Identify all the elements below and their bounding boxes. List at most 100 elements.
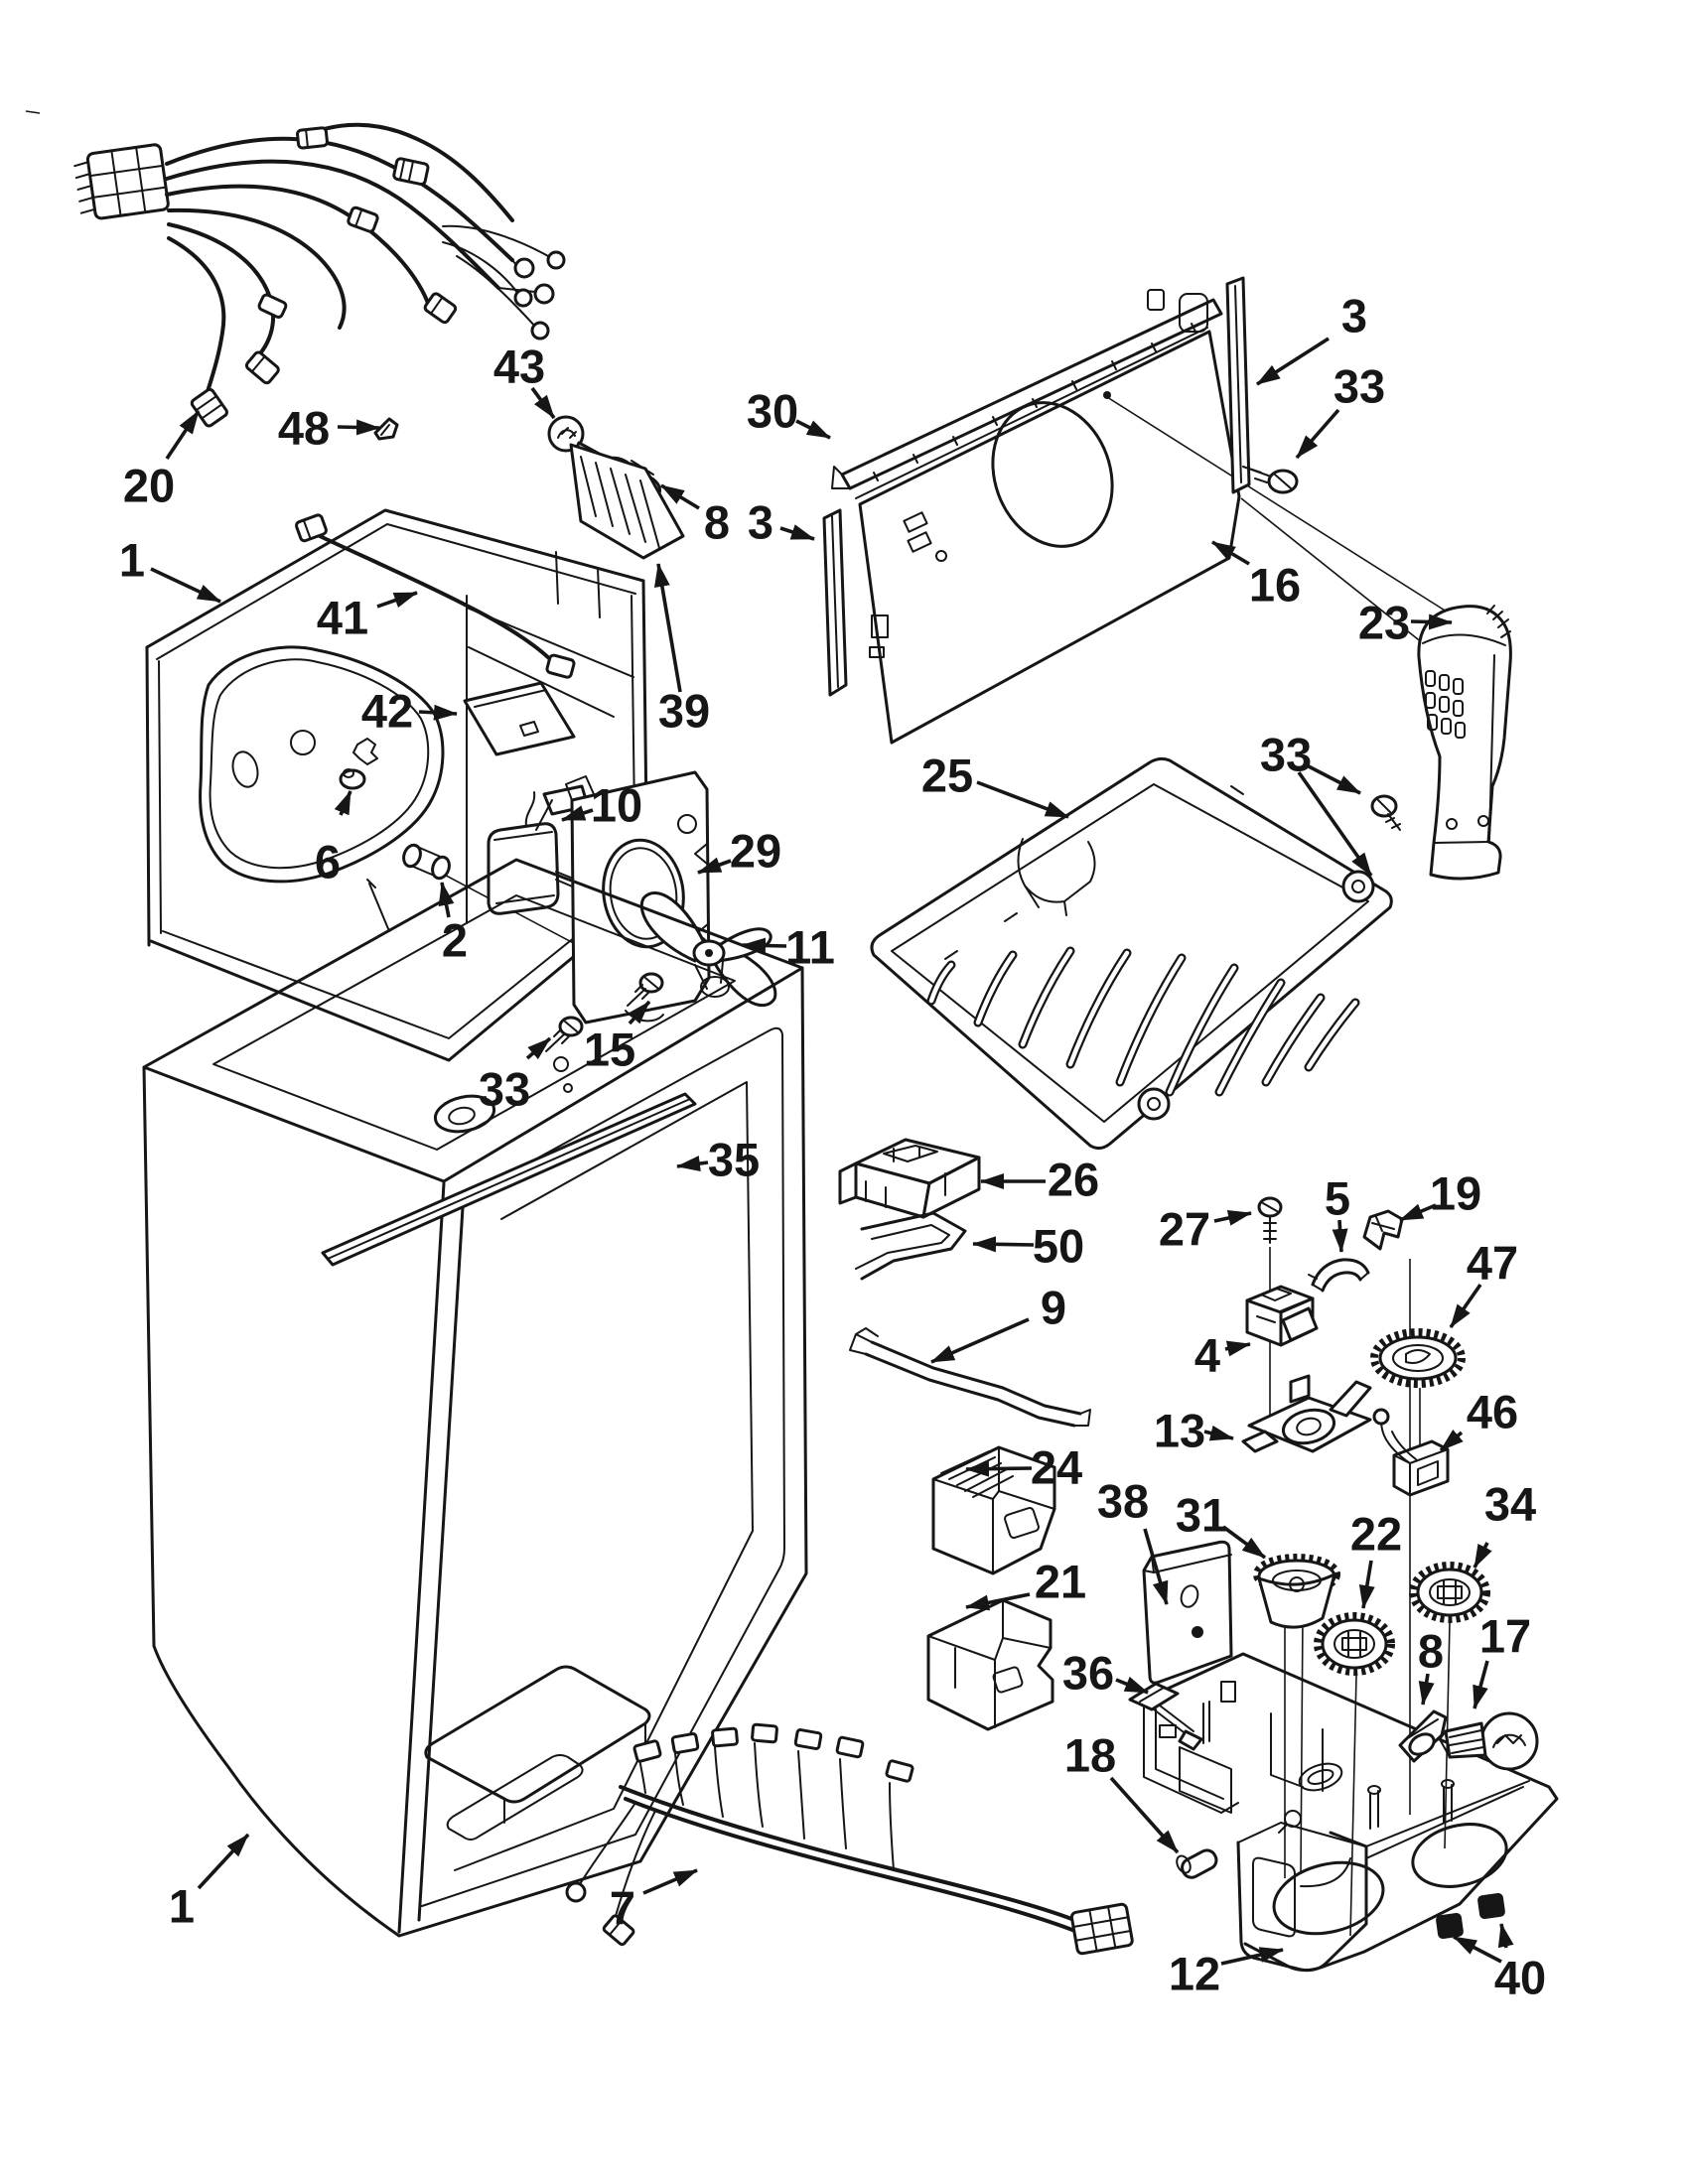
wire-bracket-9 xyxy=(849,1327,1091,1428)
callout-10-label: 10 xyxy=(591,779,642,832)
callout-6-arrow-0 xyxy=(334,790,352,816)
callout-18-arrow-0 xyxy=(1109,1776,1180,1854)
callout-10-arrow-0 xyxy=(561,805,594,822)
callout-3-label: 3 xyxy=(1341,290,1367,342)
callout-19-label: 19 xyxy=(1430,1167,1481,1220)
callout-17-label: 17 xyxy=(1479,1610,1531,1663)
callout-27-arrow-0 xyxy=(1213,1210,1252,1226)
callout-11-label: 11 xyxy=(785,921,835,974)
callout-19-arrow-0 xyxy=(1399,1203,1437,1222)
callout-43-arrow-0 xyxy=(530,386,556,420)
knob-gear-22 xyxy=(1314,1612,1395,1937)
callout-34-arrow-0 xyxy=(1473,1542,1492,1569)
callout-23-label: 23 xyxy=(1358,597,1410,649)
indicator-part-36 xyxy=(1128,1682,1203,1751)
callout-9-arrow-0 xyxy=(930,1317,1030,1364)
rear-panel-16 xyxy=(822,276,1451,745)
callout-47-label: 47 xyxy=(1467,1237,1518,1290)
callout-33-label: 33 xyxy=(1260,729,1312,781)
wiring-harness-20 xyxy=(73,122,555,428)
callout-12-label: 12 xyxy=(1169,1948,1220,2000)
callout-33-arrow-0 xyxy=(1304,762,1361,795)
air-duct-21 xyxy=(926,1598,1054,1731)
callout-40-arrow-1 xyxy=(1497,1923,1514,1949)
callout-33-label: 33 xyxy=(479,1063,530,1116)
callout-50-label: 50 xyxy=(1033,1220,1084,1273)
callout-39-arrow-0 xyxy=(653,563,682,693)
stray-mark xyxy=(25,110,41,114)
callout-33-label: 33 xyxy=(1333,360,1385,413)
clip-48 xyxy=(373,417,399,441)
callout-40-arrow-0 xyxy=(1453,1935,1502,1964)
lamp-wire-41 xyxy=(294,513,576,679)
callout-43-label: 43 xyxy=(493,341,545,393)
callout-36-arrow-0 xyxy=(1115,1676,1149,1695)
callout-48-arrow-0 xyxy=(337,419,380,436)
callout-31-arrow-0 xyxy=(1221,1525,1267,1560)
fan-assembly xyxy=(402,770,777,1093)
callout-27-label: 27 xyxy=(1159,1203,1210,1256)
callout-7-label: 7 xyxy=(610,1882,635,1935)
callout-6-label: 6 xyxy=(315,836,341,888)
gasket-50 xyxy=(855,1211,967,1281)
callout-38-label: 38 xyxy=(1097,1475,1149,1528)
callout-20-label: 20 xyxy=(123,460,175,512)
callout-11-arrow-0 xyxy=(742,937,787,954)
callout-8-label: 8 xyxy=(1418,1625,1444,1678)
wiring-harness-7 xyxy=(565,1722,1134,1956)
callout-4-label: 4 xyxy=(1194,1329,1220,1382)
callout-3-label: 3 xyxy=(748,496,773,549)
callout-34-label: 34 xyxy=(1484,1478,1536,1531)
callout-15-label: 15 xyxy=(584,1024,635,1076)
callout-17-arrow-0 xyxy=(1473,1660,1489,1709)
callout-46-label: 46 xyxy=(1467,1386,1518,1438)
callout-41-label: 41 xyxy=(317,592,368,644)
callout-8-label: 8 xyxy=(704,496,730,549)
callout-8-arrow-0 xyxy=(660,483,700,510)
air-duct-24 xyxy=(931,1445,1056,1575)
callout-23-arrow-0 xyxy=(1410,614,1453,630)
callout-22-arrow-0 xyxy=(1358,1560,1375,1609)
lamp-lens-18 xyxy=(1176,1848,1218,1879)
control-box-26 xyxy=(838,1138,981,1219)
callout-42-label: 42 xyxy=(361,685,413,738)
callout-1-label: 1 xyxy=(169,1880,195,1933)
console-clip-8 xyxy=(1398,1709,1448,1763)
callout-13-arrow-0 xyxy=(1203,1425,1234,1441)
defrost-heater-wires xyxy=(442,224,566,341)
callout-38-arrow-0 xyxy=(1143,1528,1169,1605)
callout-1-arrow-0 xyxy=(150,567,221,604)
callout-2-arrow-0 xyxy=(438,882,455,918)
callout-39-label: 39 xyxy=(658,685,710,738)
callout-20-arrow-0 xyxy=(165,410,201,460)
callout-47-arrow-0 xyxy=(1449,1283,1482,1329)
callout-29-arrow-0 xyxy=(697,857,732,875)
callout-21-label: 21 xyxy=(1035,1556,1086,1608)
callout-35-label: 35 xyxy=(708,1134,760,1186)
callout-31-label: 31 xyxy=(1176,1489,1227,1542)
callout-41-arrow-0 xyxy=(376,591,418,609)
callout-16-arrow-0 xyxy=(1211,540,1250,566)
callout-22-label: 22 xyxy=(1350,1508,1402,1561)
callout-48-label: 48 xyxy=(278,402,330,455)
callout-4-arrow-0 xyxy=(1224,1340,1251,1357)
light-shield-39 xyxy=(569,443,685,560)
console-bulb-17 xyxy=(1439,1711,1539,1771)
air-tower-23 xyxy=(1417,605,1512,881)
knob-31 xyxy=(1253,1554,1340,1878)
callout-46-arrow-0 xyxy=(1439,1429,1464,1452)
callout-33-arrow-0 xyxy=(1295,408,1340,460)
callout-26-label: 26 xyxy=(1048,1154,1099,1206)
bracket-plate-38 xyxy=(1142,1540,1233,1685)
thermostat-cluster xyxy=(1241,1196,1466,1815)
callout-30-label: 30 xyxy=(747,385,798,438)
callout-12-arrow-0 xyxy=(1220,1947,1284,1966)
callout-50-arrow-0 xyxy=(972,1236,1035,1253)
callout-1-arrow-0 xyxy=(197,1833,250,1890)
cabinet-liner xyxy=(142,858,808,1938)
callout-25-arrow-0 xyxy=(976,780,1069,819)
cover-plate-42 xyxy=(463,681,576,756)
callout-16-label: 16 xyxy=(1249,559,1301,612)
